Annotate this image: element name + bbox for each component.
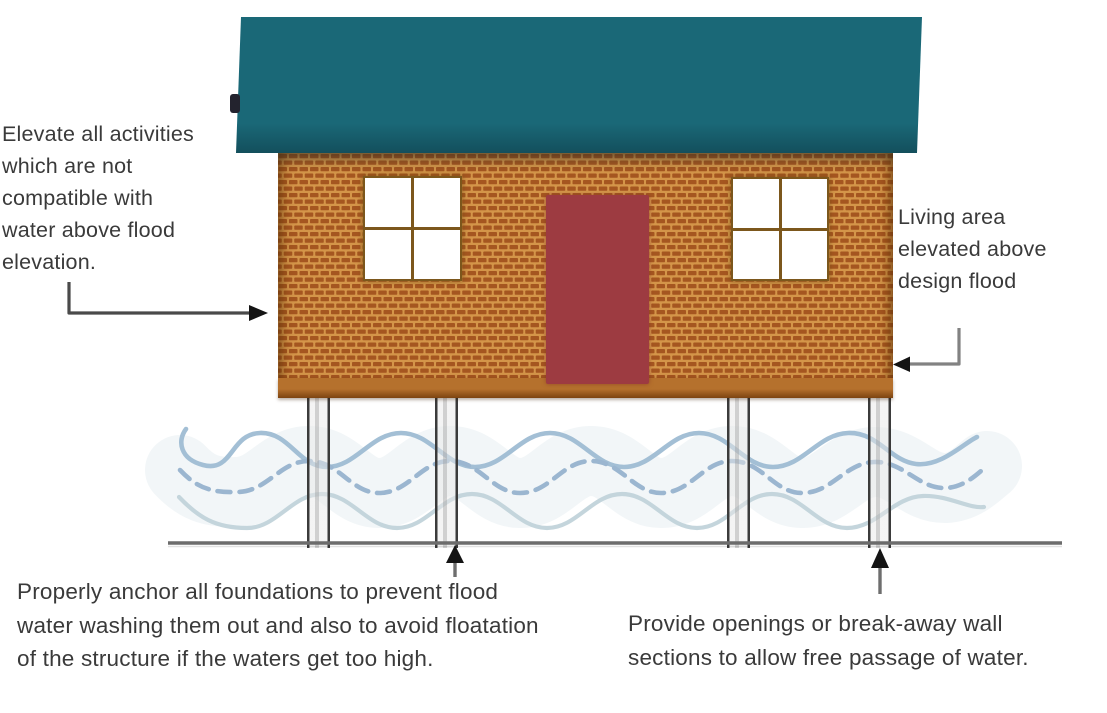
roof-edge-mark [230, 94, 240, 113]
foundation-pillar-2 [435, 396, 458, 548]
annotation-line: elevated above [898, 237, 1047, 261]
annotation-line: Provide openings or break-away wall [628, 611, 1003, 636]
wall-bottom-band [278, 378, 893, 398]
annotation-line: water above flood [2, 218, 176, 242]
annotation-line: elevation. [2, 250, 97, 274]
annotation-line: of the structure if the waters get too h… [17, 646, 434, 671]
window-left [363, 176, 462, 281]
foundation-pillar-3 [727, 396, 750, 548]
foundation-pillar-1 [307, 396, 330, 548]
annotation-line: compatible with [2, 186, 154, 210]
annotation-line: water washing them out and also to avoid… [17, 612, 539, 638]
window-mullion-horizontal [365, 227, 460, 230]
anchor-arrow-right [871, 548, 889, 594]
anchor-arrow-left [446, 545, 464, 577]
annotation-line: sections to allow free passage of water. [628, 644, 1029, 670]
living-area-annotation: Living area elevated above design flood [898, 201, 1047, 297]
annotation-line: Living area [898, 205, 1006, 229]
annotation-line: design flood [898, 269, 1017, 293]
roof [236, 17, 922, 153]
annotation-line: Elevate all activities [2, 122, 195, 146]
window-right [731, 177, 829, 281]
foundation-pillar-4 [868, 396, 891, 548]
openings-annotation: Provide openings or break-away wall sect… [628, 607, 1029, 674]
living-area-callout-arrow [893, 328, 961, 372]
window-mullion-horizontal [733, 227, 827, 231]
front-door [546, 195, 649, 384]
annotation-line: Properly anchor all foundations to preve… [17, 579, 499, 604]
annotation-line: which are not [2, 154, 133, 178]
wave-line-top [179, 426, 980, 470]
elevate-callout-arrow [67, 282, 268, 321]
anchor-annotation: Properly anchor all foundations to preve… [17, 575, 539, 676]
elevate-annotation: Elevate all activities which are not com… [2, 118, 194, 278]
